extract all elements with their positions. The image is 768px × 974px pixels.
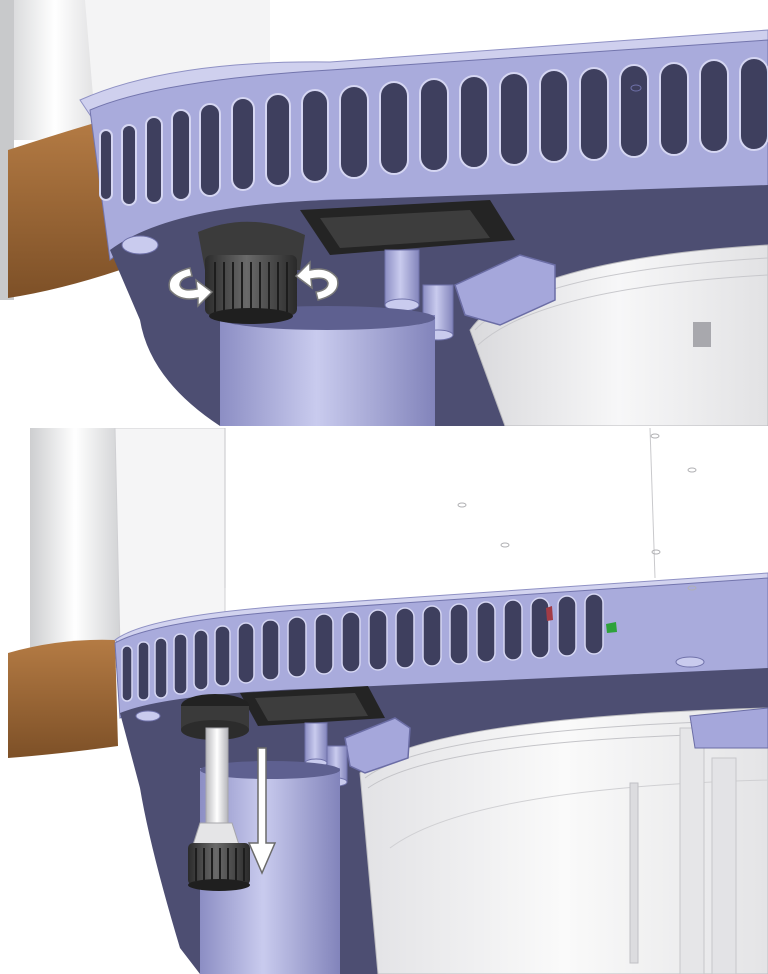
knob: [188, 822, 250, 891]
stand-pipe: [8, 639, 118, 758]
column: [30, 428, 656, 668]
step-2-illustration: [0, 428, 768, 974]
step-1-illustration: [0, 0, 768, 426]
latch-bracket: [300, 200, 515, 255]
knob-shaft: [205, 727, 229, 839]
rotate-right-arrow-icon: [294, 260, 339, 301]
rotate-left-arrow-icon: [168, 267, 214, 308]
knob: [198, 221, 305, 324]
latch-bracket: [240, 686, 385, 726]
side-clip: [454, 254, 556, 326]
stand-pipe: [8, 120, 120, 298]
vent-rim: [114, 577, 768, 719]
glass-vessel: [359, 707, 768, 974]
step-1-panel: [0, 0, 768, 426]
side-clip: [344, 717, 411, 774]
main-cylinder: [219, 306, 435, 426]
pull-down-arrow-icon: [247, 747, 277, 875]
panel-divider: [0, 426, 768, 428]
step-2-panel: [0, 428, 768, 974]
rotate-arrows: [168, 260, 339, 308]
